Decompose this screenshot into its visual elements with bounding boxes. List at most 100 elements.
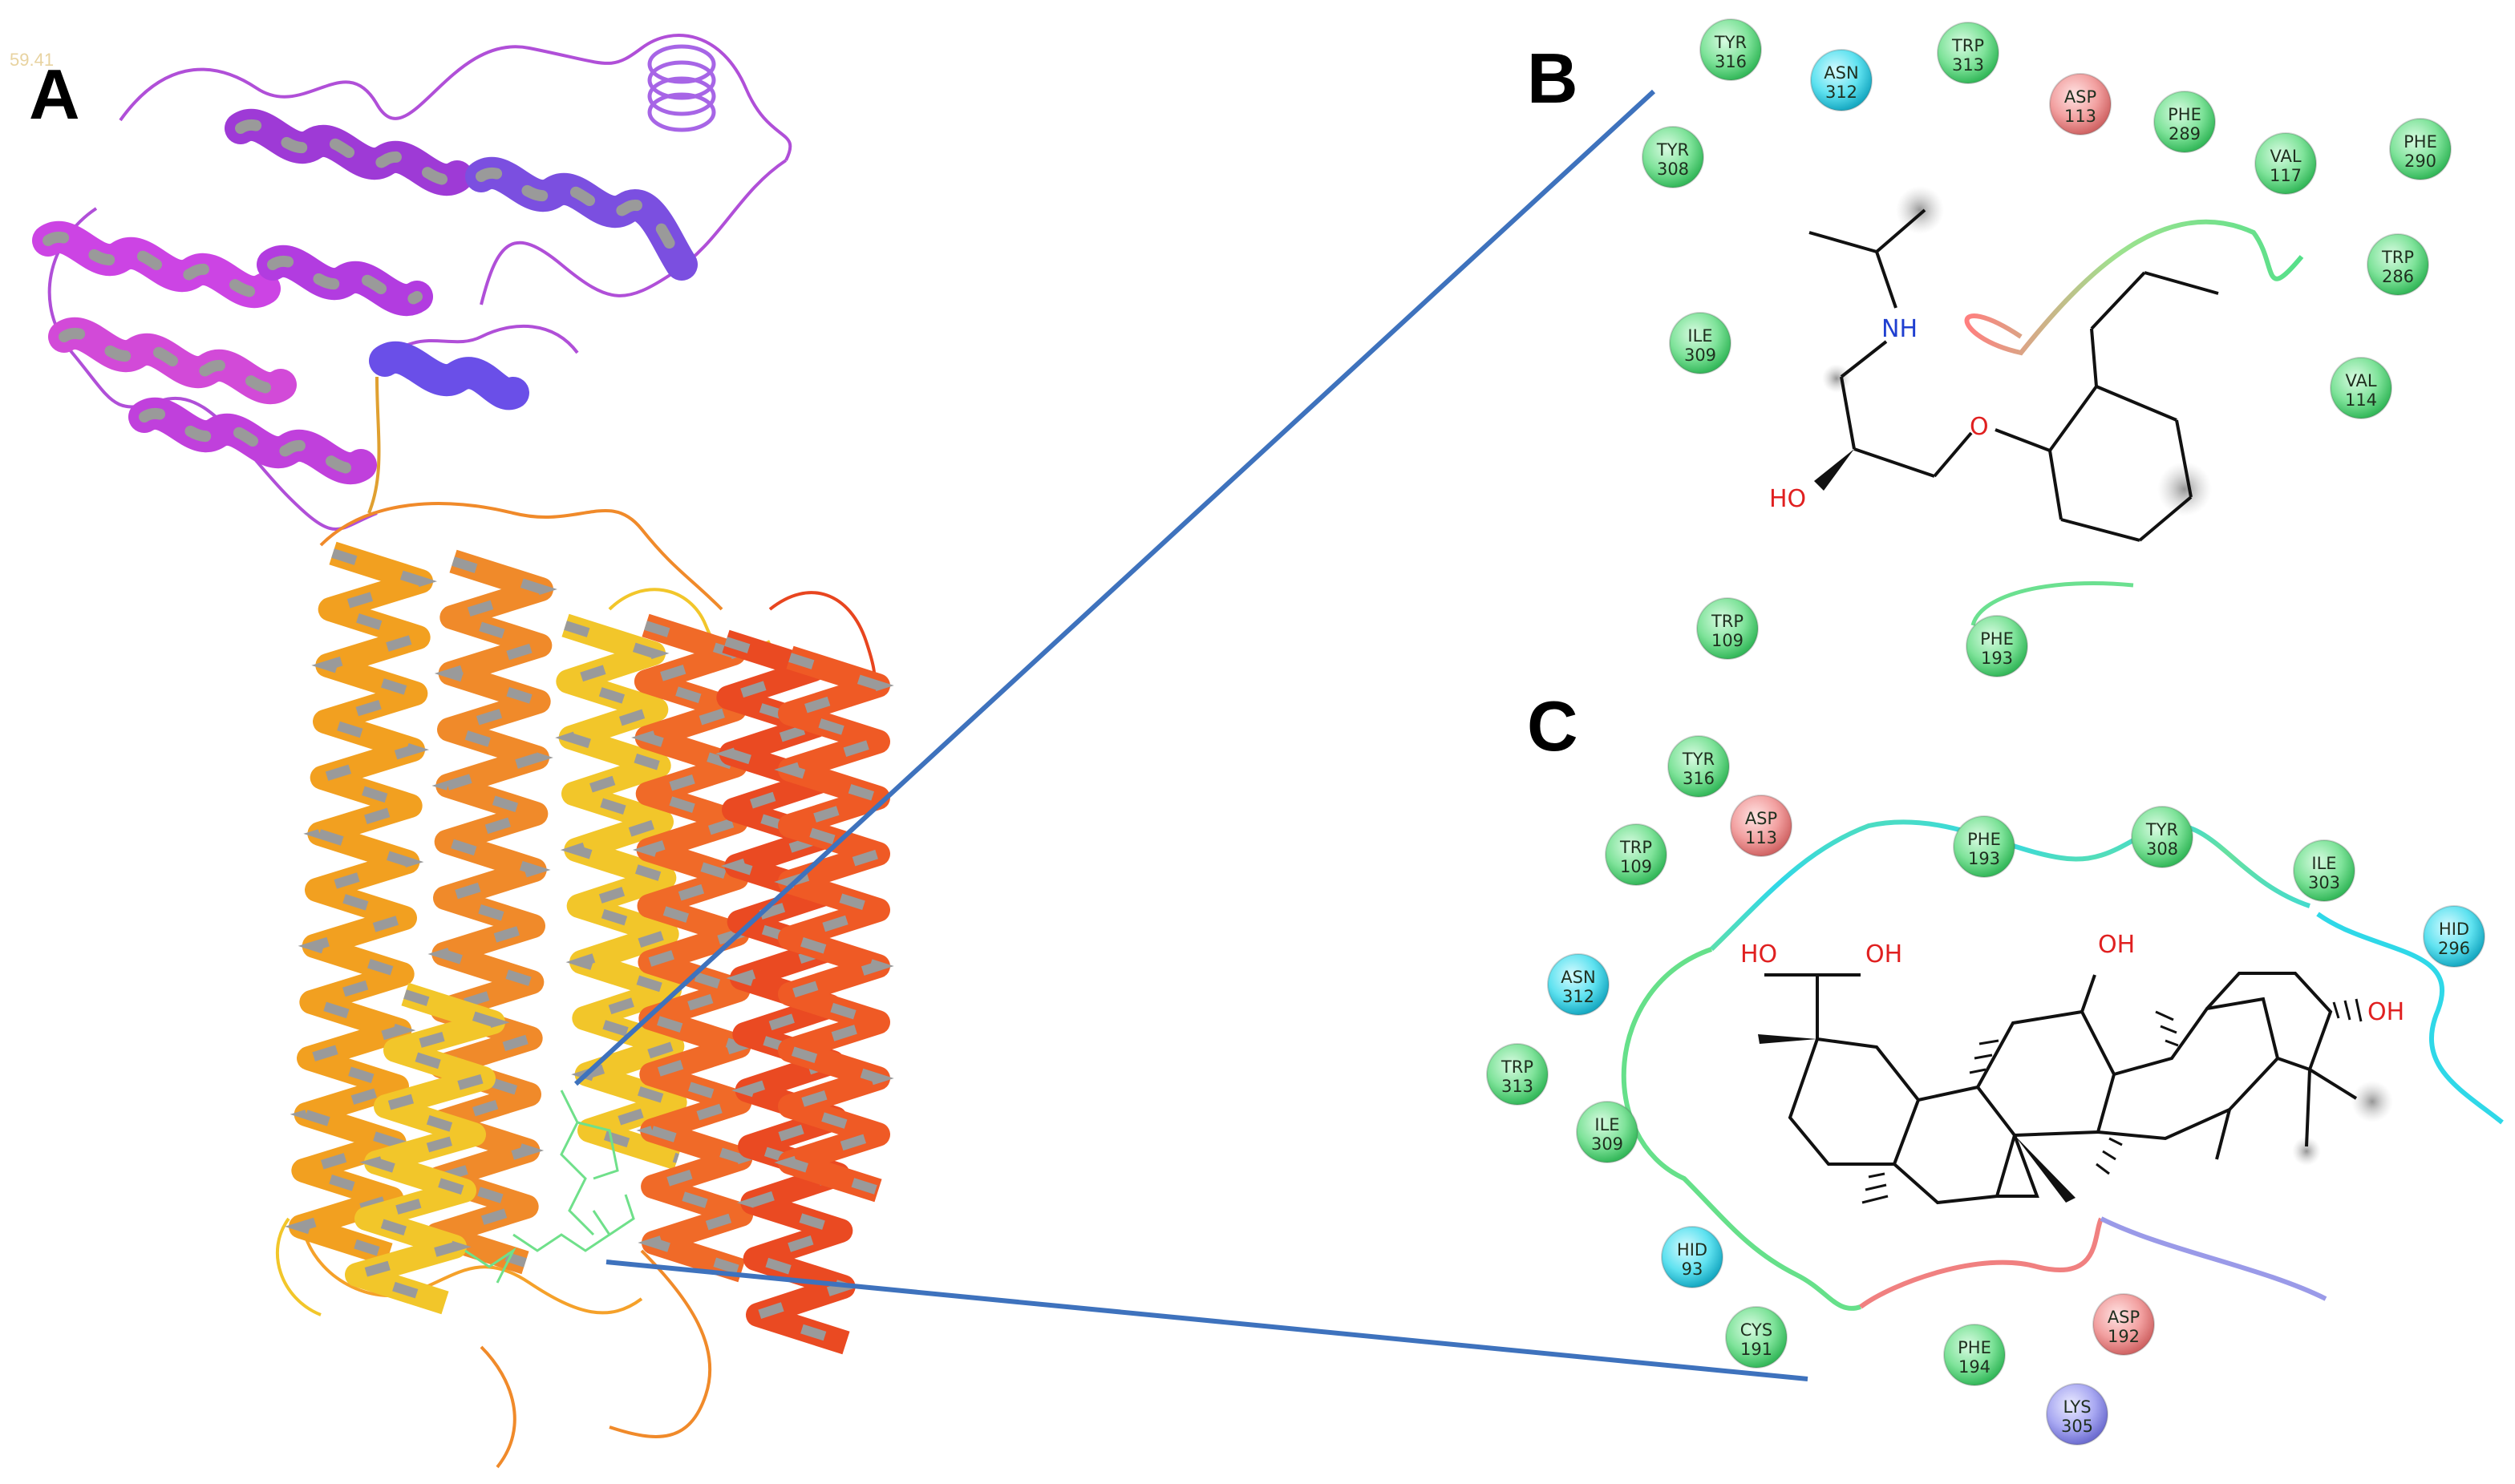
residue-number: 109	[1711, 631, 1743, 650]
atom-label-oh-c3: OH	[2367, 998, 2404, 1026]
connector-lines	[573, 89, 1808, 1381]
residue-bubble	[2046, 1383, 2108, 1446]
helix-ribbon-shade	[552, 621, 691, 1163]
residue-name: ASN	[1561, 968, 1595, 987]
exposure-halo	[1896, 186, 1944, 234]
residue-number: 114	[2345, 390, 2377, 410]
residue-number: 308	[2146, 839, 2178, 859]
panel-label-b: B	[1527, 38, 1578, 118]
residue-bubble	[1605, 823, 1667, 886]
pocket-outline-c-bottom	[1859, 1217, 2104, 1309]
residue-bubble	[2092, 1293, 2155, 1356]
residue-number: 194	[1958, 1357, 1991, 1377]
connector-to-panel-c	[605, 1260, 1808, 1381]
exposure-halo	[2351, 1081, 2393, 1122]
residue-name: TRP	[1951, 36, 1984, 55]
residue-name: ILE	[1687, 326, 1712, 346]
atom-label-ho-c: HO	[1740, 940, 1777, 968]
residue-number: 286	[2382, 267, 2414, 286]
residue-number: 316	[1683, 769, 1715, 788]
corner-value: 59.41	[10, 50, 54, 70]
residue-bubble	[1669, 312, 1731, 374]
helix-ribbon	[634, 613, 754, 1283]
ligand-c-bonds	[1764, 972, 2358, 1205]
residue-number: 192	[2108, 1327, 2140, 1346]
residue-name: CYS	[1740, 1320, 1772, 1340]
residue-bubble	[1547, 953, 1610, 1016]
panel-label-c: C	[1527, 686, 1578, 766]
connector-to-panel-b	[573, 89, 1656, 1086]
residue-name: LYS	[2063, 1397, 2091, 1417]
residue-bubble	[2423, 905, 2485, 968]
residue-name: HID	[2439, 920, 2469, 939]
residue-name: ILE	[1594, 1115, 1619, 1134]
residue-name: PHE	[1958, 1338, 1991, 1357]
pocket-outline-c-top	[1709, 819, 2310, 952]
residue-bubble	[2049, 73, 2112, 135]
wedge-bond	[1814, 449, 1854, 491]
residue-number: 312	[1562, 987, 1594, 1006]
atom-label-oh-c1: OH	[1865, 940, 1902, 968]
residue-number: 109	[1620, 857, 1652, 876]
panel-label-a: A	[29, 55, 80, 134]
residue-bubble	[2131, 806, 2193, 868]
residue-bubble	[1576, 1101, 1638, 1163]
residue-name: TYR	[1682, 750, 1715, 769]
residue-number: 113	[1745, 828, 1777, 847]
pocket-outline-c-tail	[2100, 1216, 2327, 1301]
helix-ribbon-shade	[284, 548, 438, 1260]
atom-label-ho: HO	[1769, 485, 1806, 513]
residue-number: 193	[1981, 649, 2013, 668]
residue-name: PHE	[2404, 132, 2437, 152]
residue-number: 312	[1825, 83, 1857, 102]
residue-name: TRP	[2381, 248, 2414, 267]
atom-label-nh: NH	[1881, 315, 1918, 343]
residue-number: 313	[1952, 55, 1984, 75]
residue-name: HID	[1677, 1240, 1707, 1260]
atom-label-o: O	[1970, 413, 1989, 441]
atom-label-oh-c2: OH	[2098, 931, 2135, 959]
residue-number: 93	[1682, 1260, 1703, 1279]
residue-name: ILE	[2311, 854, 2336, 873]
residue-name: TYR	[1714, 33, 1747, 52]
residue-bubble	[1730, 795, 1792, 857]
residue-number: 303	[2308, 873, 2340, 892]
residue-bubble	[2367, 233, 2429, 296]
residue-number: 305	[2061, 1417, 2093, 1436]
residue-bubble	[2293, 839, 2355, 902]
residue-bubble	[1661, 1226, 1723, 1288]
residue-bubble	[1667, 735, 1730, 798]
helix-ribbon-shade	[421, 556, 557, 1268]
residue-bubble	[2153, 91, 2216, 153]
residue-name: ASP	[1745, 809, 1777, 828]
residue-name: ASN	[1824, 63, 1858, 83]
residue-bubble	[1699, 18, 1762, 81]
residue-number: 296	[2438, 939, 2470, 958]
ligand-b-bonds	[1808, 208, 2219, 542]
linker-coil	[367, 376, 381, 514]
residue-number: 309	[1591, 1134, 1623, 1154]
residue-number: 289	[2169, 124, 2201, 144]
residue-name: PHE	[2168, 105, 2201, 124]
residue-name: PHE	[1967, 830, 2001, 849]
residue-number: 290	[2404, 152, 2436, 171]
bound-ligands	[464, 1090, 635, 1284]
